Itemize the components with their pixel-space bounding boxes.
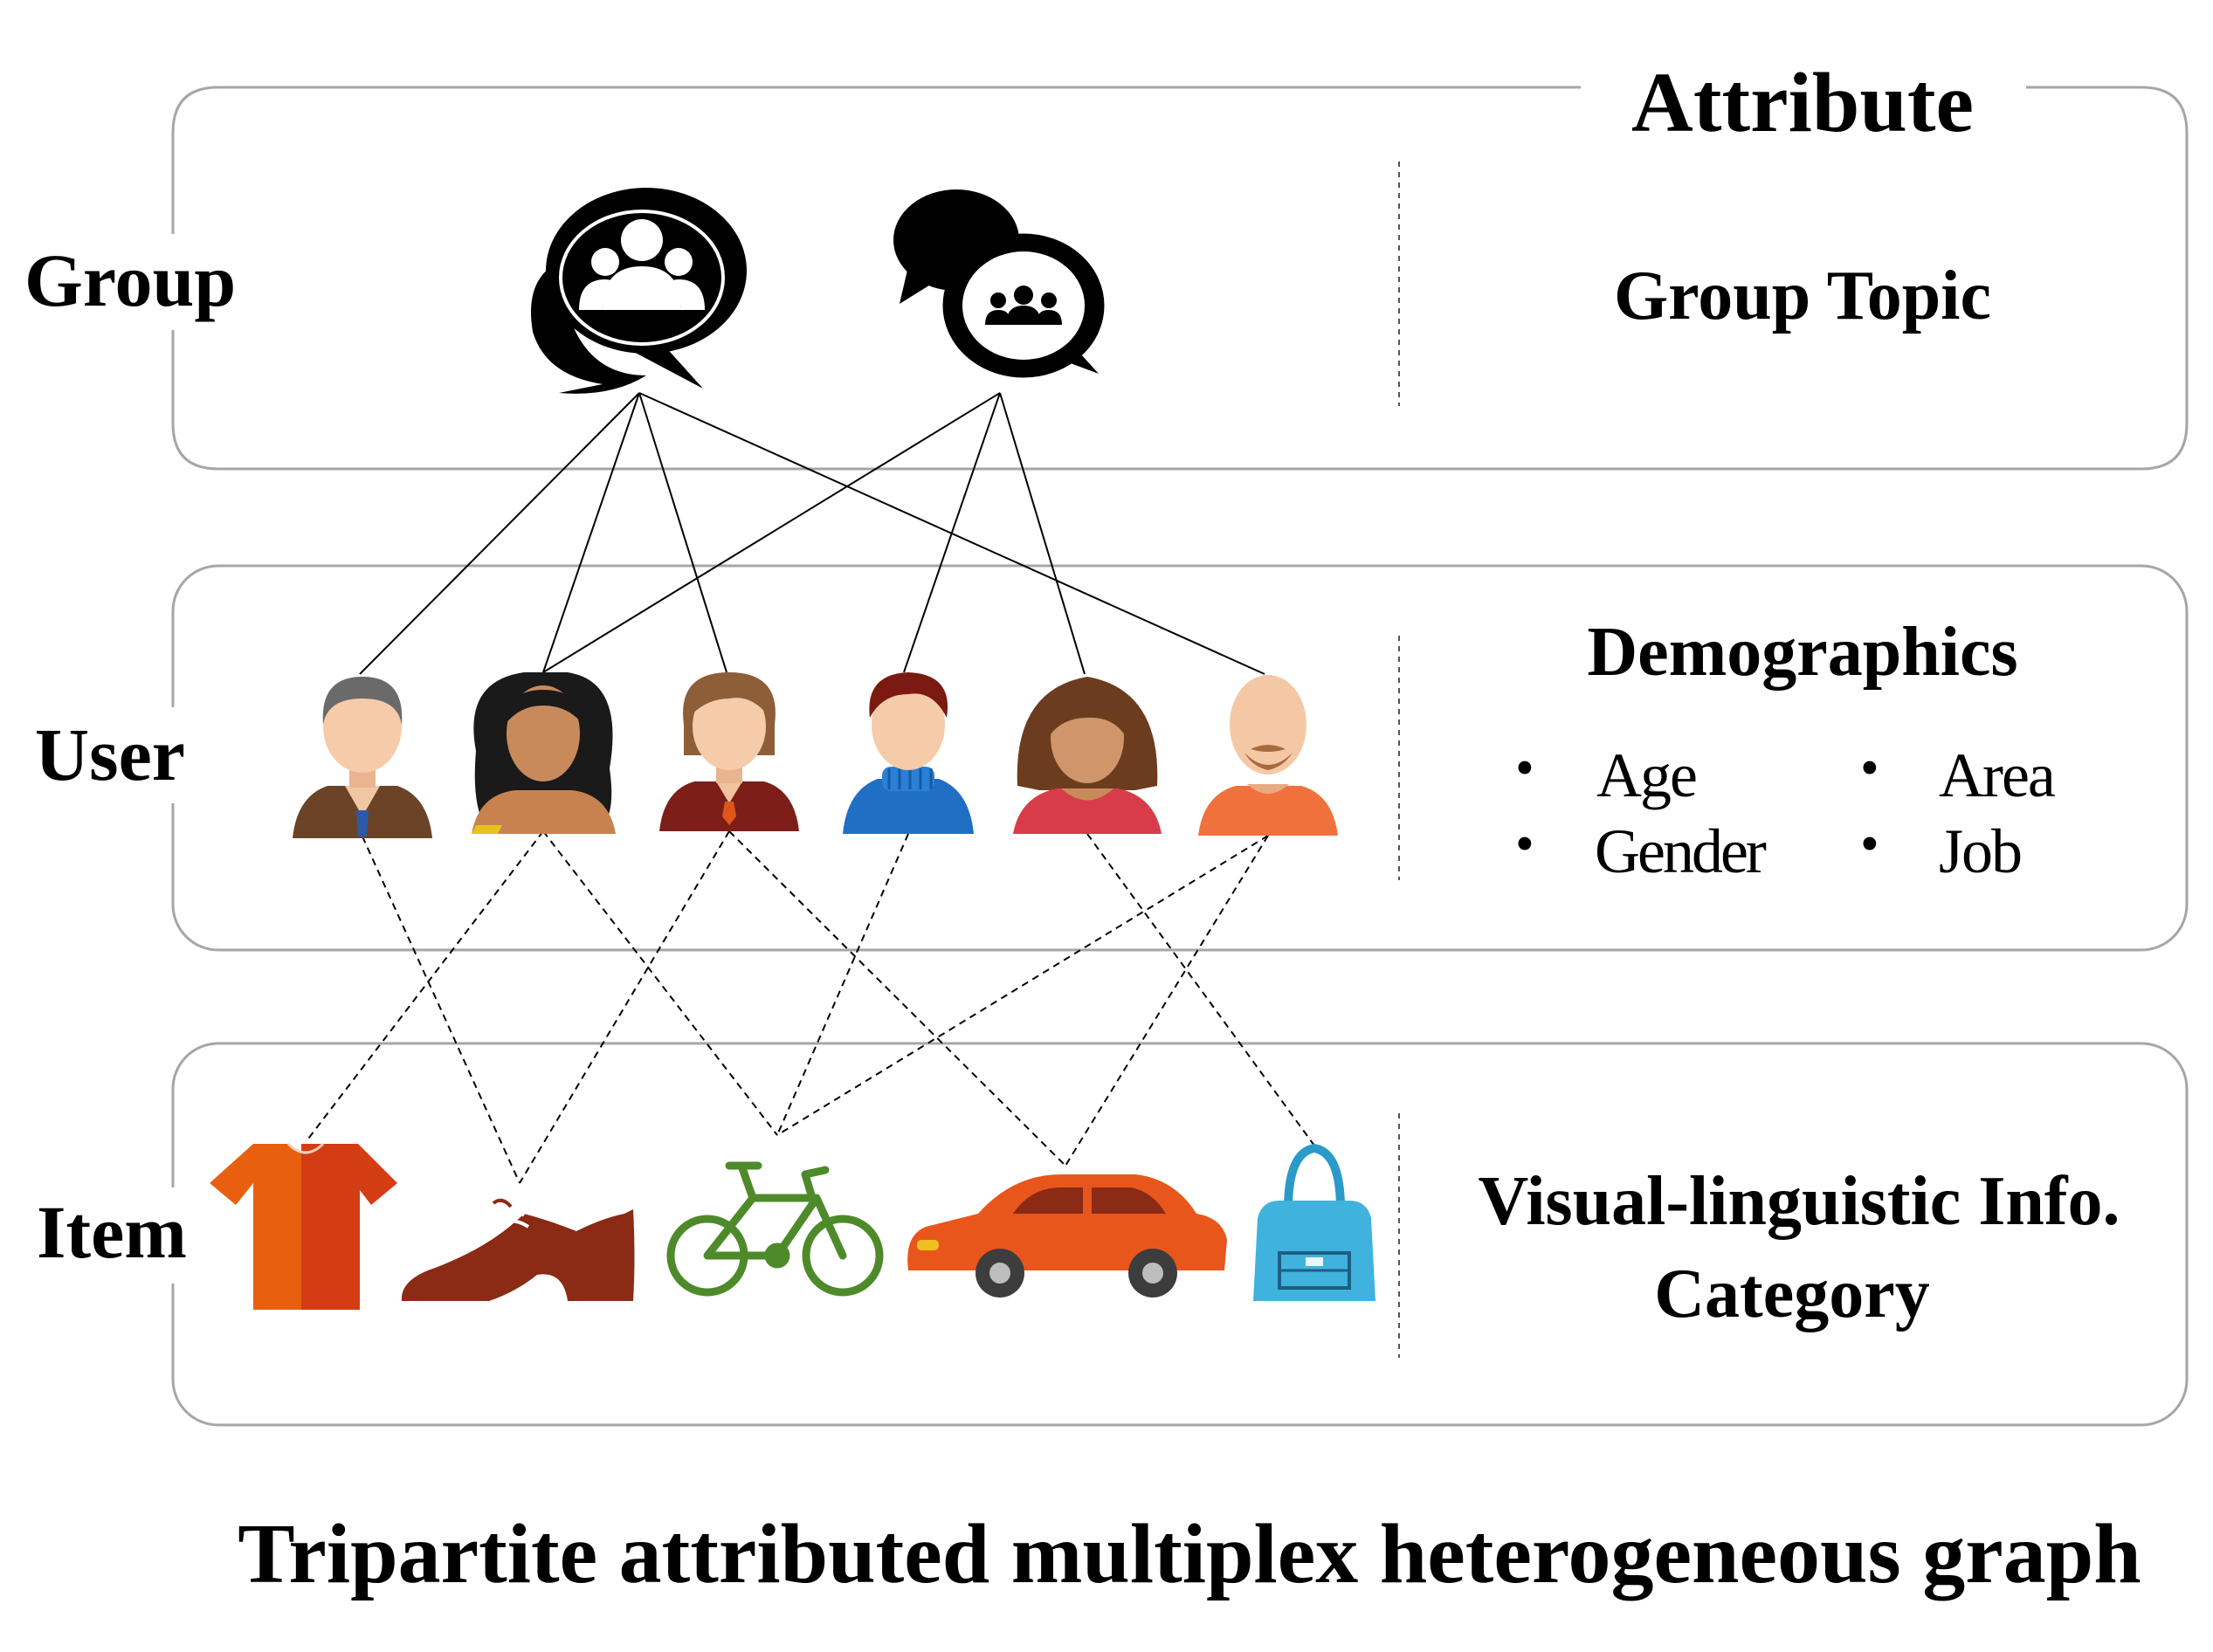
user-woman-bob-icon — [1013, 677, 1162, 834]
bullet-dot: • — [1515, 739, 1534, 798]
bullet-dot: • — [1860, 815, 1879, 874]
item-row-label: Item — [37, 1190, 187, 1274]
demographics-attribute: Demographics — [1587, 614, 2017, 691]
bullet-age: Age — [1596, 740, 1696, 810]
user-item-edge — [1086, 833, 1315, 1146]
car-icon — [907, 1174, 1227, 1298]
bullet-gender: Gender — [1595, 816, 1767, 886]
user-item-edge — [776, 835, 1269, 1136]
user-man-sweater-icon — [843, 672, 974, 834]
user-item-edge — [728, 830, 1066, 1167]
user-man-redshirt-icon — [659, 672, 799, 831]
category-attribute: Category — [1654, 1256, 1929, 1332]
group-row-label: Group — [24, 238, 236, 322]
user-man-bald-icon — [1198, 675, 1338, 836]
tshirt-icon — [210, 1142, 397, 1310]
user-man-suit-icon — [293, 677, 432, 838]
user-woman-curly-icon — [472, 672, 616, 834]
bullet-dot: • — [1515, 815, 1534, 874]
user-item-edge — [362, 836, 521, 1184]
group-layer — [171, 86, 2189, 471]
group-user-edge — [542, 392, 640, 673]
group-chat-icon — [531, 188, 747, 394]
user-item-edge — [519, 830, 730, 1184]
shoe-icon — [401, 1198, 635, 1301]
attribute-heading: Attribute — [1631, 56, 1974, 150]
user-item-edge — [305, 830, 544, 1143]
visual-linguistic-attribute: Visual-linguistic Info. — [1479, 1163, 2120, 1240]
user-item-edge — [1065, 835, 1269, 1167]
group-user-edge — [638, 392, 727, 673]
group-user-edge — [903, 392, 1001, 673]
bullet-dot: • — [1860, 739, 1879, 798]
bullet-job: Job — [1939, 816, 2021, 886]
group-user-edge — [359, 392, 640, 675]
group-discussion-icon — [893, 189, 1105, 378]
group-user-edges — [359, 392, 1265, 675]
group-user-edge — [542, 392, 1001, 673]
group-layer-box — [171, 86, 2189, 471]
bicycle-icon — [666, 1161, 884, 1297]
group-user-edge — [999, 392, 1086, 675]
user-item-edge — [776, 833, 909, 1136]
user-row-label: User — [35, 712, 185, 796]
group-topic-attribute: Group Topic — [1614, 258, 1991, 334]
bullet-area: Area — [1939, 740, 2055, 810]
handbag-icon — [1253, 1143, 1375, 1301]
user-item-edge — [542, 830, 778, 1136]
diagram-caption: Tripartite attributed multiplex heteroge… — [238, 1507, 2141, 1601]
user-item-edges — [305, 830, 1315, 1184]
